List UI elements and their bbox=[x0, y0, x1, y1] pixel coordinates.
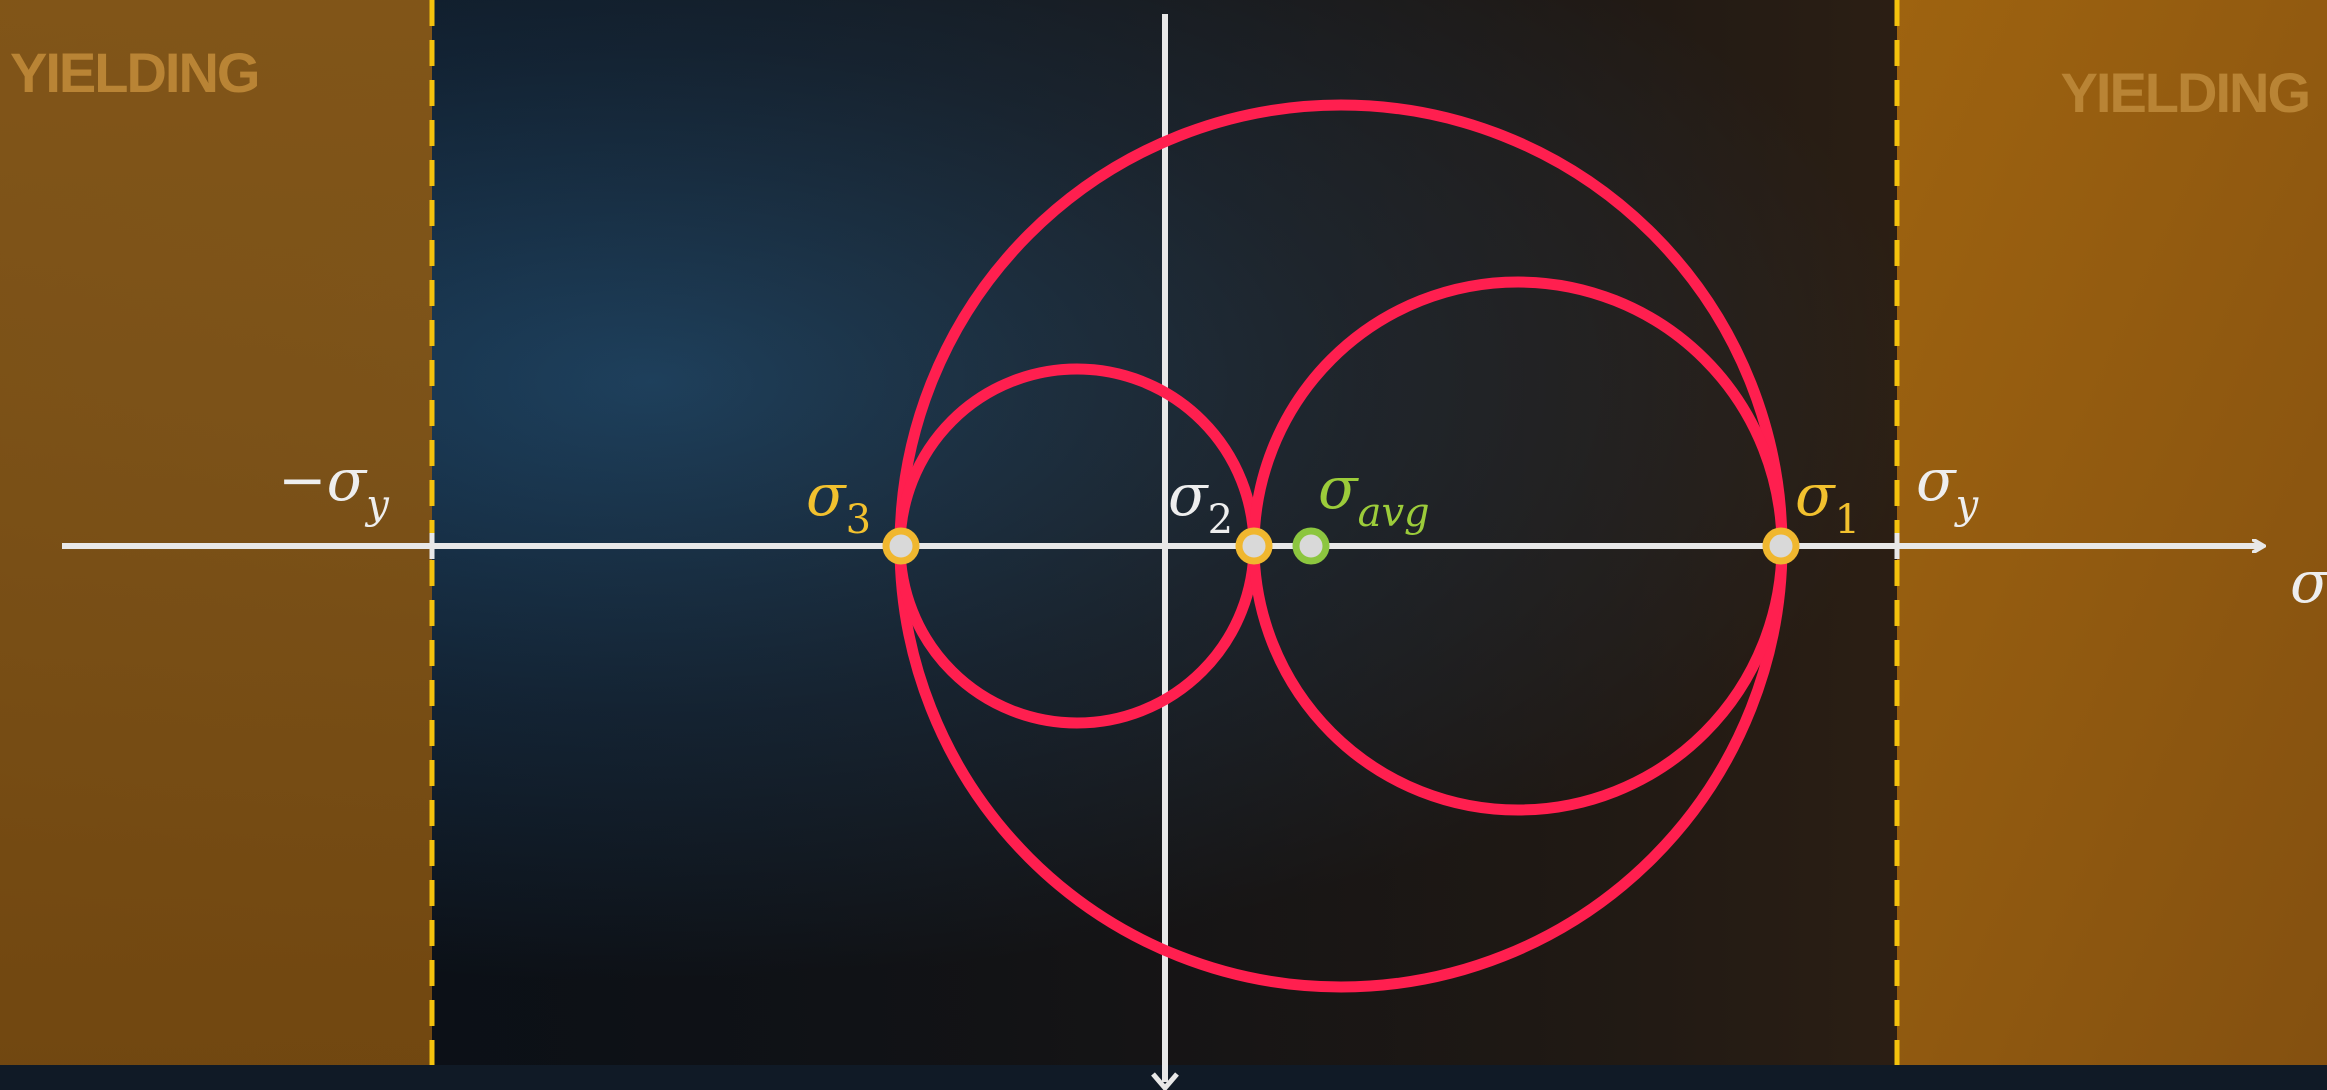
label-sigma-3: σ3 bbox=[806, 461, 871, 543]
label-axis-sigma: σ bbox=[2290, 548, 2327, 616]
label-sigma-avg: σavg bbox=[1318, 454, 1430, 536]
label-neg-sigma-y: −σy bbox=[278, 446, 390, 528]
point-sigma-avg bbox=[1292, 527, 1330, 565]
tau-axis-arrow bbox=[1151, 1072, 1179, 1090]
yield-label-left: YIELDING bbox=[10, 41, 258, 104]
yield-zone-right bbox=[1897, 0, 2327, 1065]
point-sigma-1 bbox=[1762, 527, 1800, 565]
point-sigma-2 bbox=[1235, 527, 1273, 565]
yield-zone-left bbox=[0, 0, 432, 1065]
yield-label-right: YIELDING bbox=[2061, 61, 2309, 124]
label-sigma-y: σy bbox=[1916, 446, 1980, 528]
label-sigma-2: σ2 bbox=[1168, 461, 1233, 543]
point-sigma-3 bbox=[882, 527, 920, 565]
label-sigma-1: σ1 bbox=[1795, 461, 1860, 543]
